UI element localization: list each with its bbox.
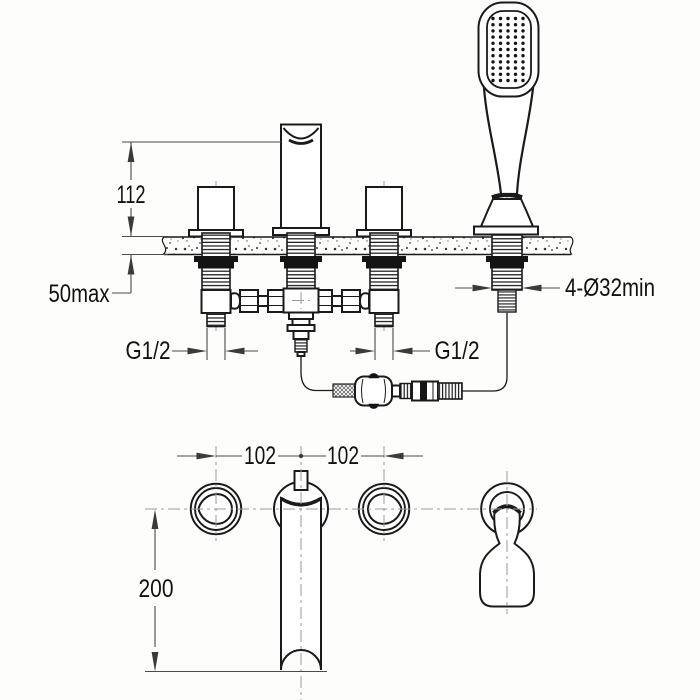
handshower: [473, 1, 540, 330]
dim-spout-reach: 200: [139, 509, 327, 673]
section-view: 112 50max G1/2 G1/2 4-Ø32min: [49, 1, 655, 409]
dim-hole-diameter: 4-Ø32min: [455, 274, 655, 302]
spout: [272, 123, 330, 236]
shower-head-dots: [491, 16, 525, 83]
handshower-handle: [482, 86, 535, 196]
dim-g12-right: G1/2: [350, 328, 480, 365]
dim-102-left-label: 102: [244, 442, 276, 470]
dim-432min-label: 4-Ø32min: [565, 274, 655, 302]
right-valve: [315, 180, 412, 333]
dim-200-label: 200: [139, 575, 174, 603]
hose-assembly: [300, 313, 508, 409]
plan-centerlines: [145, 446, 537, 700]
dim-112-label: 112: [117, 181, 146, 209]
left-valve: [188, 180, 285, 333]
dim-g12-right-label: G1/2: [435, 337, 480, 365]
dim-hole-spacing: 102 102: [177, 442, 423, 470]
dim-spout-height: 112 50max: [49, 141, 281, 308]
hose-nut: [354, 375, 393, 407]
plan-view: 102 102 200: [139, 442, 537, 700]
dim-50max-label: 50max: [49, 280, 110, 308]
dim-g12-left: G1/2: [126, 328, 258, 365]
dim-g12-left-label: G1/2: [126, 337, 171, 365]
diverter-tee: [280, 232, 322, 357]
dim-102-right-label: 102: [327, 442, 359, 470]
